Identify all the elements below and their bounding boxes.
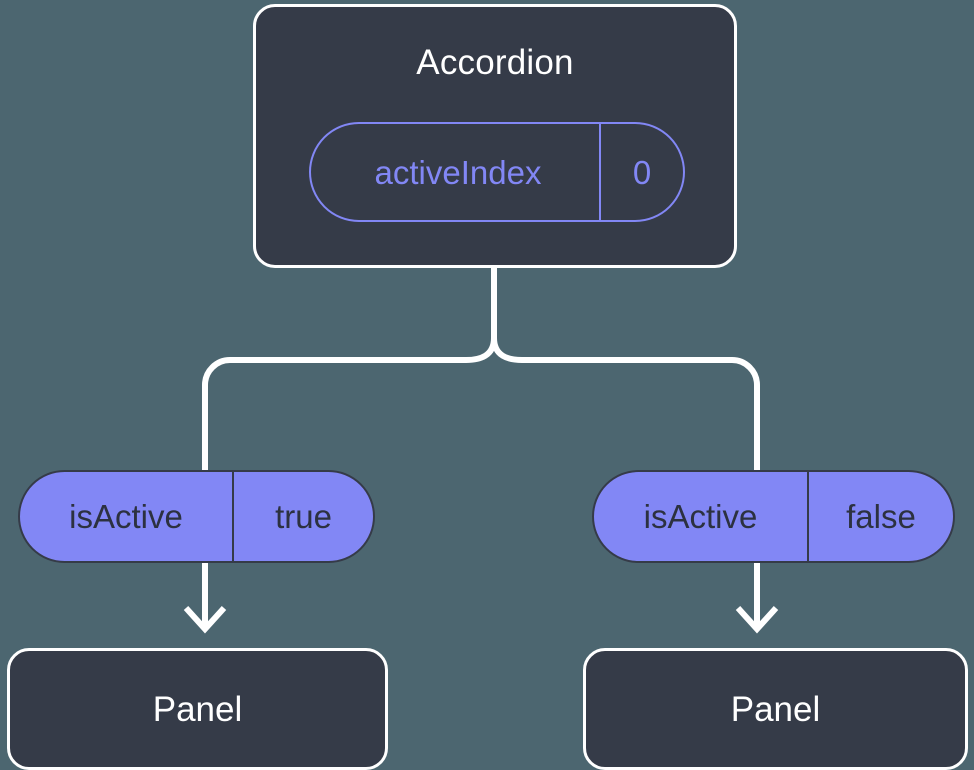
- prop-pill-is-active-true[interactable]: isActive true: [18, 470, 375, 563]
- prop-pill-is-active-false[interactable]: isActive false: [592, 470, 955, 563]
- connector-branch-right: [491, 337, 760, 470]
- state-pill-value: 0: [599, 124, 683, 220]
- state-pill-key: activeIndex: [374, 153, 542, 191]
- prop-pill-key: isActive: [69, 498, 183, 535]
- accordion-title: Accordion: [416, 43, 574, 82]
- node-accordion[interactable]: Accordion activeIndex 0: [253, 4, 737, 268]
- prop-pill-value: true: [232, 472, 373, 561]
- panel-title: Panel: [152, 689, 243, 729]
- arrow-left-head: [183, 605, 227, 634]
- prop-pill-key: isActive: [643, 498, 758, 535]
- node-panel-right[interactable]: Panel: [583, 648, 968, 770]
- node-panel-left[interactable]: Panel: [7, 648, 388, 770]
- panel-title: Panel: [730, 689, 821, 729]
- state-pill-active-index[interactable]: activeIndex 0: [309, 122, 685, 222]
- prop-pill-value: false: [807, 472, 953, 561]
- arrow-right-head: [735, 605, 779, 634]
- connector-branch-left: [202, 337, 497, 470]
